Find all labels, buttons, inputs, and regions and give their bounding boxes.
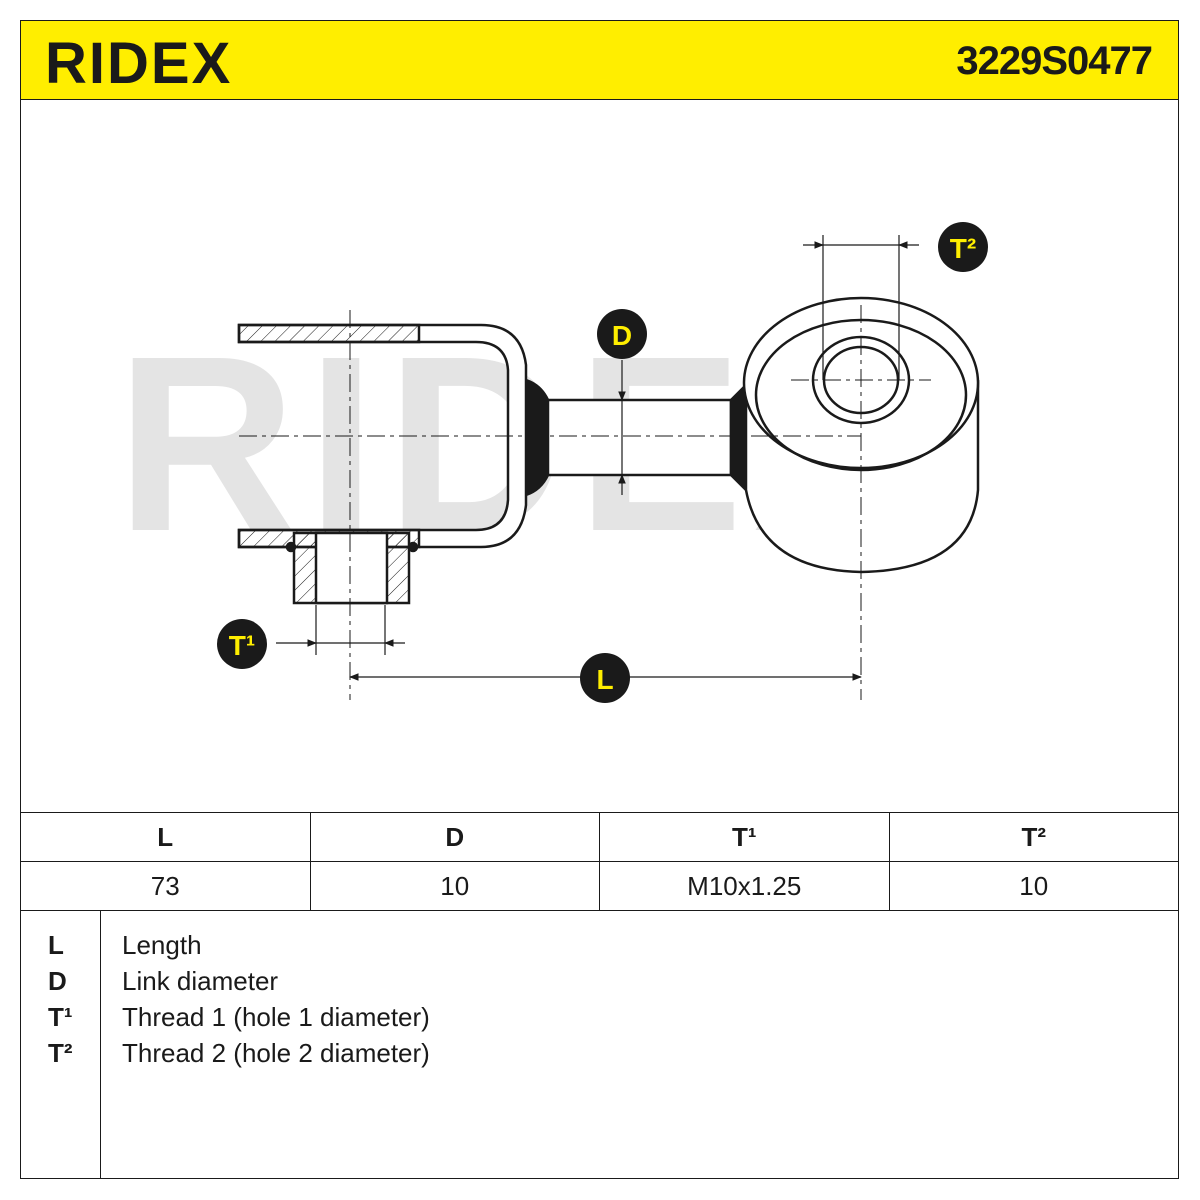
legend-key: D — [48, 966, 67, 996]
legend-item: D Link diameter — [20, 966, 1120, 1002]
spec-value-cell: 10 — [309, 861, 600, 911]
part-number: 3229S0477 — [956, 39, 1153, 83]
threaded-nut — [285, 531, 419, 605]
legend-desc: Thread 1 (hole 1 diameter) — [122, 1002, 430, 1032]
label-D-badge: D — [597, 309, 647, 359]
spec-header-row: L D T¹ T² — [20, 812, 1179, 862]
svg-text:T¹: T¹ — [229, 630, 255, 661]
legend-desc: Length — [122, 930, 202, 960]
legend-key: T¹ — [48, 1002, 73, 1032]
spec-header-cell: D — [309, 812, 600, 862]
svg-text:RIDEX: RIDEX — [45, 33, 232, 91]
spec-value-row: 73 10 M10x1.25 10 — [20, 861, 1179, 911]
svg-text:L: L — [596, 664, 613, 695]
legend-desc: Link diameter — [122, 966, 279, 996]
legend-desc: Thread 2 (hole 2 diameter) — [122, 1038, 430, 1068]
legend-item: L Length — [20, 930, 1120, 966]
spec-table: L D T¹ T² 73 10 M10x1.25 10 — [20, 812, 1179, 911]
legend-key: L — [48, 930, 64, 960]
header-bar: RIDEX 3229S0477 — [20, 20, 1179, 100]
link-rod — [525, 378, 748, 497]
spec-header-cell: T² — [888, 812, 1179, 862]
spec-header-cell: L — [20, 812, 311, 862]
spec-value-cell: 10 — [888, 861, 1179, 911]
label-T2-badge: T² — [938, 222, 988, 272]
svg-text:T²: T² — [950, 233, 976, 264]
svg-text:D: D — [612, 320, 632, 351]
legend-divider — [100, 910, 101, 1179]
legend: L Length D Link diameter T¹ Thread 1 (ho… — [20, 910, 1179, 1179]
ridex-logo: RIDEX — [45, 33, 232, 91]
spec-header-cell: T¹ — [599, 812, 890, 862]
legend-item: T¹ Thread 1 (hole 1 diameter) — [20, 1002, 1120, 1038]
center-lines — [239, 305, 931, 700]
spec-value-cell: 73 — [20, 861, 311, 911]
label-T1-badge: T¹ — [217, 619, 267, 669]
legend-item: T² Thread 2 (hole 2 diameter) — [20, 1038, 1120, 1074]
legend-key: T² — [48, 1038, 73, 1068]
label-L-badge: L — [580, 653, 630, 703]
spec-value-cell: M10x1.25 — [599, 861, 890, 911]
technical-drawing: RIDEX — [116, 222, 988, 703]
